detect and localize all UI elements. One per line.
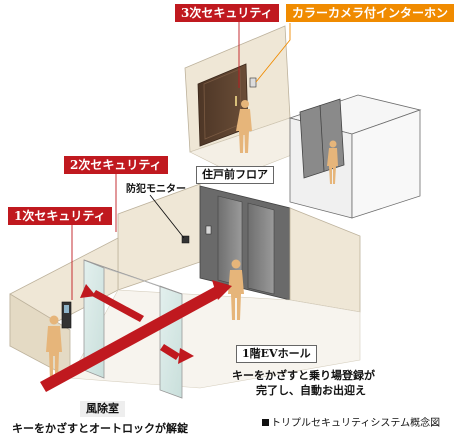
legend-square-icon xyxy=(262,419,269,426)
elevator-key-panel xyxy=(205,225,212,235)
diagram-legend: トリプルセキュリティシステム概念図 xyxy=(262,414,440,429)
person-at-auto-lock xyxy=(46,315,62,380)
windbreak-description: キーをかざすとオートロックが解錠 xyxy=(12,422,188,435)
label-floor-front: 住戸前フロア xyxy=(196,166,274,184)
label-security-3: 3次セキュリティ xyxy=(175,4,279,22)
label-ev-hall: 1階EVホール xyxy=(236,345,317,363)
person-in-elevator xyxy=(327,140,338,184)
ev-desc-line-2: 完了し、自動お出迎え xyxy=(256,384,366,397)
ground-floor-surface xyxy=(69,289,361,389)
person-in-ev-hall xyxy=(228,259,244,320)
elevator-door-right xyxy=(247,202,275,295)
route-arrow-main xyxy=(40,286,222,392)
route-arrow-head-upper xyxy=(212,280,232,300)
leader-lines xyxy=(71,22,291,300)
windbreak-glass-right xyxy=(159,285,183,399)
ev-hall-description: キーをかざすと乗り場登録が 完了し、自動お出迎え xyxy=(232,368,375,398)
intercom-device xyxy=(249,77,257,88)
ev-desc-line-1: キーをかざすと乗り場登録が xyxy=(232,369,375,382)
elevator-cube xyxy=(288,94,422,219)
ground-floor xyxy=(9,183,361,399)
route-arrow-into-hall xyxy=(160,344,180,360)
label-windbreak: 風除室 xyxy=(80,401,125,417)
crime-monitor-camera xyxy=(181,235,190,244)
legend-text: トリプルセキュリティシステム概念図 xyxy=(271,418,441,429)
auto-lock-panel xyxy=(61,301,72,329)
label-intercom: カラーカメラ付インターホン xyxy=(286,4,455,22)
person-at-door xyxy=(236,100,252,153)
ev-hall-right-wall xyxy=(289,207,361,313)
label-crime-monitor: 防犯モニター xyxy=(126,184,186,195)
label-security-1: 1次セキュリティ xyxy=(8,207,112,225)
label-security-2: 2次セキュリティ xyxy=(64,156,168,174)
route-arrow-to-panel xyxy=(80,284,96,298)
